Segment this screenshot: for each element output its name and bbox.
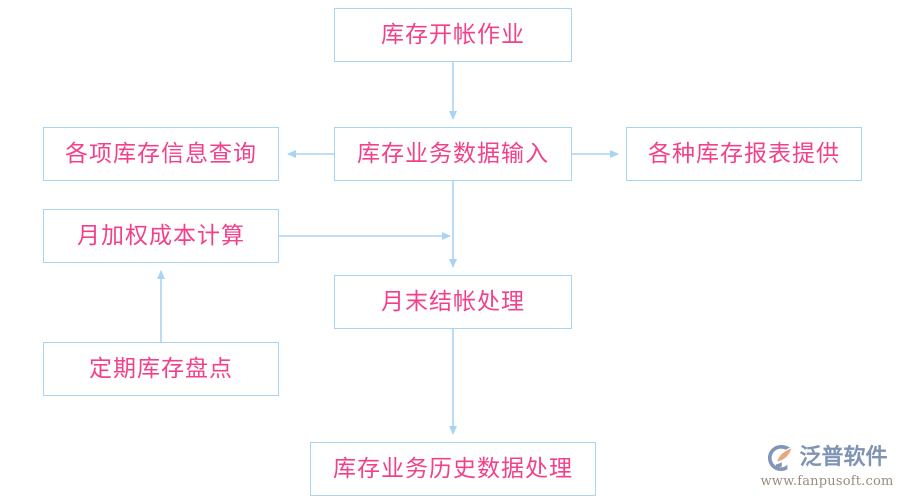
node-label: 月末结帐处理 <box>381 288 525 315</box>
node-month-end-closing[interactable]: 月末结帐处理 <box>334 275 572 329</box>
node-label: 月加权成本计算 <box>77 222 245 249</box>
node-history-data-processing[interactable]: 库存业务历史数据处理 <box>310 442 596 496</box>
node-monthly-weighted-cost[interactable]: 月加权成本计算 <box>43 209 279 263</box>
node-label: 各项库存信息查询 <box>65 140 257 167</box>
node-label: 库存业务数据输入 <box>357 140 549 167</box>
watermark-brand-name: 泛普软件 <box>799 445 888 470</box>
node-label: 库存业务历史数据处理 <box>333 455 573 482</box>
node-inventory-opening[interactable]: 库存开帐作业 <box>334 8 572 62</box>
node-label: 各种库存报表提供 <box>648 140 840 167</box>
watermark-brand-row: 泛普软件 <box>766 442 888 474</box>
node-label: 库存开帐作业 <box>381 21 525 48</box>
node-inventory-data-input[interactable]: 库存业务数据输入 <box>334 127 572 181</box>
swoosh-logo-icon <box>766 443 796 473</box>
node-periodic-stocktake[interactable]: 定期库存盘点 <box>43 342 279 396</box>
node-inventory-reports[interactable]: 各种库存报表提供 <box>626 127 862 181</box>
watermark: 泛普软件 www.fanpusoft.com <box>757 437 897 493</box>
node-label: 定期库存盘点 <box>89 355 233 382</box>
watermark-url: www.fanpusoft.com <box>760 474 894 489</box>
node-inventory-query[interactable]: 各项库存信息查询 <box>43 127 279 181</box>
